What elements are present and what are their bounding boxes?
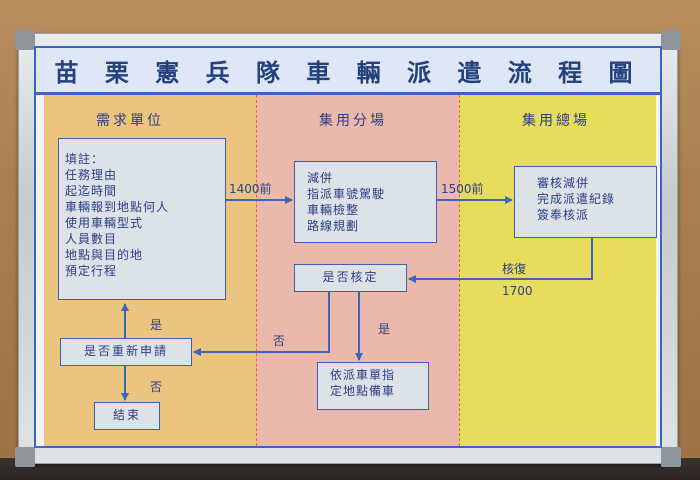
reapply-decision-label: 是否重新申請: [83, 344, 168, 358]
request-line: 車輛報到地點何人: [65, 200, 170, 214]
column-header-request: 需求單位: [96, 113, 164, 129]
arrow-approved-no: [193, 292, 330, 356]
branch-line: 路線規劃: [307, 219, 360, 233]
yes-reapply-label: 是: [150, 318, 163, 332]
branch-line: 指派車號駕駛: [307, 187, 386, 201]
request-line: 填註：: [65, 152, 105, 166]
flow-arrows: [121, 196, 593, 401]
end-label: 結束: [112, 408, 141, 422]
flowchart-board: 苗 栗 憲 兵 隊 車 輛 派 遣 流 程 圖 需求單位 集用分場 集用總場 填…: [34, 46, 662, 448]
return-time-label: 1700: [502, 284, 533, 298]
arrow-hq-return: [408, 238, 593, 283]
request-line: 使用車輛型式: [65, 216, 144, 230]
request-line: 人員數目: [65, 232, 118, 246]
return-label: 核復: [502, 262, 527, 276]
request-line: 預定行程: [65, 264, 118, 278]
branch-processing-box: 減併 指派車號駕駛 車輛檢整 路線規劃: [294, 161, 437, 243]
deadline-branch-label: 1400前: [229, 182, 272, 196]
hq-line: 簽奉核派: [537, 208, 590, 222]
deadline-hq-label: 1500前: [441, 182, 484, 196]
frame-corner: [661, 30, 681, 50]
dispatch-line: 定地點備車: [330, 384, 396, 398]
end-box: 結束: [94, 402, 160, 430]
approval-decision-box: 是否核定: [294, 264, 407, 292]
no-reapply-label: 否: [273, 334, 286, 348]
dispatch-box: 依派車單指 定地點備車: [317, 362, 429, 410]
hq-line: 完成派遣紀錄: [537, 192, 616, 206]
request-line: 任務理由: [65, 168, 118, 182]
frame-corner: [661, 447, 681, 467]
dispatch-line: 依派車單指: [330, 368, 396, 382]
request-line: 地點與目的地: [65, 248, 144, 262]
no-end-label: 否: [150, 380, 163, 394]
branch-line: 減併: [307, 171, 334, 185]
column-divider: [256, 95, 257, 446]
approval-decision-label: 是否核定: [322, 270, 379, 284]
yes-dispatch-label: 是: [378, 322, 391, 336]
request-details-box: 填註： 任務理由 起迄時間 車輛報到地點何人 使用車輛型式 人員數目 地點與目的…: [58, 138, 226, 300]
page-title: 苗 栗 憲 兵 隊 車 輛 派 遣 流 程 圖: [54, 57, 642, 87]
title-bar: 苗 栗 憲 兵 隊 車 輛 派 遣 流 程 圖: [36, 48, 660, 95]
column-divider: [459, 95, 460, 446]
reapply-decision-box: 是否重新申請: [60, 338, 192, 366]
branch-line: 車輛檢整: [307, 203, 360, 217]
column-main-yard: [459, 95, 656, 446]
hq-line: 審核減併: [537, 176, 590, 190]
column-header-hq: 集用總場: [522, 113, 590, 129]
column-header-branch: 集用分場: [319, 113, 387, 129]
request-line: 起迄時間: [65, 184, 118, 198]
frame-corner: [15, 30, 35, 50]
hq-approval-box: 審核減併 完成派遣紀錄 簽奉核派: [514, 166, 657, 238]
frame-corner: [15, 447, 35, 467]
